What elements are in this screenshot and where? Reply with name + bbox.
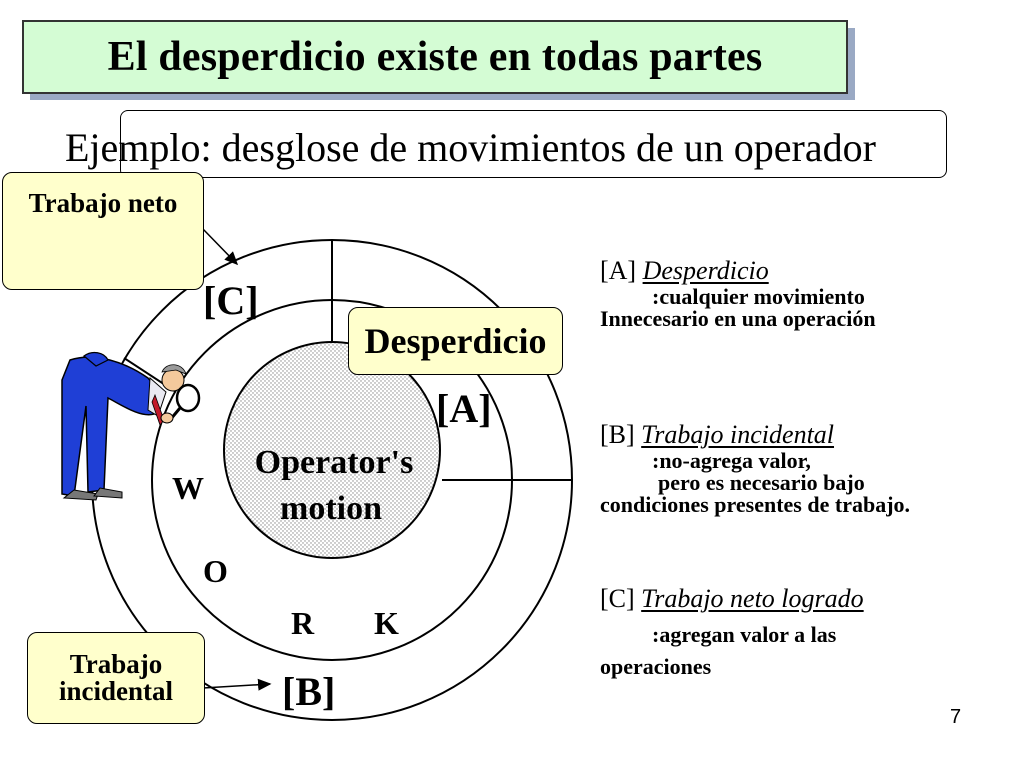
legend-a-term: Desperdicio — [642, 256, 769, 285]
legend-b-line1: :no-agrega valor, — [652, 448, 811, 473]
center-label-2: motion — [280, 490, 382, 527]
arrow-trabajo-incidental — [202, 678, 272, 691]
callout-trabajo-neto: Trabajo neto — [2, 172, 204, 290]
legend-b-term: Trabajo incidental — [641, 420, 835, 449]
legend-c: [C] Trabajo neto logrado :agregan valor … — [600, 584, 864, 678]
label-c: [C] — [203, 278, 259, 323]
legend-c-line2: operaciones — [600, 654, 712, 679]
legend-a: [A] Desperdicio :cualquier movimiento In… — [600, 256, 876, 330]
subtitle: Ejemplo: desglose de movimientos de un o… — [65, 125, 876, 170]
letter-w: W — [172, 470, 204, 506]
callout-trabajo-incidental-line1: Trabajo — [69, 649, 163, 679]
callout-trabajo-neto-label: Trabajo neto — [28, 187, 178, 218]
legend-a-line1: :cualquier movimiento — [652, 284, 865, 309]
center-label-1: Operator's — [255, 444, 414, 481]
callout-desperdicio: Desperdicio — [348, 307, 563, 375]
legend-b: [B] Trabajo incidental :no-agrega valor,… — [600, 420, 910, 516]
label-b: [B] — [282, 669, 335, 714]
callout-trabajo-incidental: Trabajo incidental — [27, 632, 205, 724]
operator-figure-icon — [61, 351, 201, 501]
legend-a-line2: Innecesario en una operación — [600, 306, 876, 331]
legend-a-tag: [A] — [600, 256, 643, 285]
legend-b-line3: condiciones presentes de trabajo. — [600, 492, 911, 517]
legend-c-tag: [C] — [600, 584, 642, 613]
legend-b-tag: [B] — [600, 420, 642, 449]
legend-c-line1: :agregan valor a las — [652, 622, 837, 647]
inner-circle — [223, 341, 441, 559]
letter-o: O — [203, 553, 228, 589]
page-number: 7 — [950, 706, 962, 728]
letter-r: R — [291, 605, 315, 641]
legend-c-term: Trabajo neto logrado — [641, 584, 864, 613]
label-a: [A] — [436, 386, 492, 431]
legend-b-line2: pero es necesario bajo — [658, 470, 865, 495]
arrow-trabajo-neto — [201, 227, 239, 266]
letter-k: K — [374, 605, 399, 641]
subtitle-frame — [120, 110, 947, 178]
callout-trabajo-incidental-line2: incidental — [58, 676, 173, 706]
slide-title: El desperdicio existe en todas partes — [22, 20, 848, 94]
